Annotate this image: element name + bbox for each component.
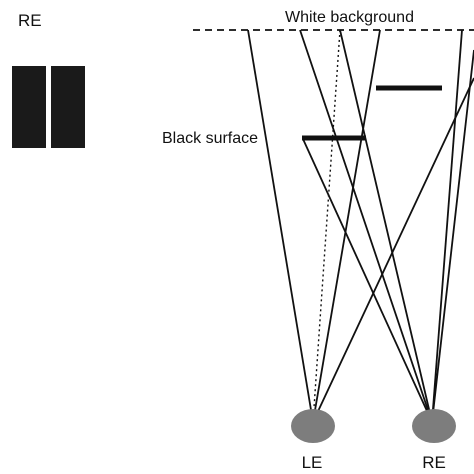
re-view-label: RE	[18, 11, 42, 30]
right-eye-label: RE	[422, 453, 446, 472]
black-panel-right	[51, 66, 85, 148]
re-sight-line-5	[302, 138, 433, 423]
white-background-label: White background	[285, 9, 414, 26]
left-eye	[291, 409, 335, 443]
le-sight-line-dotted	[312, 29, 341, 423]
left-eye-label: LE	[302, 453, 323, 472]
re-sight-line-1	[299, 29, 433, 423]
le-sight-line-2	[312, 29, 381, 423]
re-sight-line-3	[431, 29, 463, 423]
le-sight-line-1	[247, 29, 314, 423]
le-sight-line-3	[312, 77, 474, 423]
black-surface-label: Black surface	[162, 130, 258, 147]
re-sight-line-4	[431, 49, 474, 423]
right-eye	[412, 409, 456, 443]
re-sight-line-2	[339, 29, 433, 423]
black-panel-left	[12, 66, 46, 148]
